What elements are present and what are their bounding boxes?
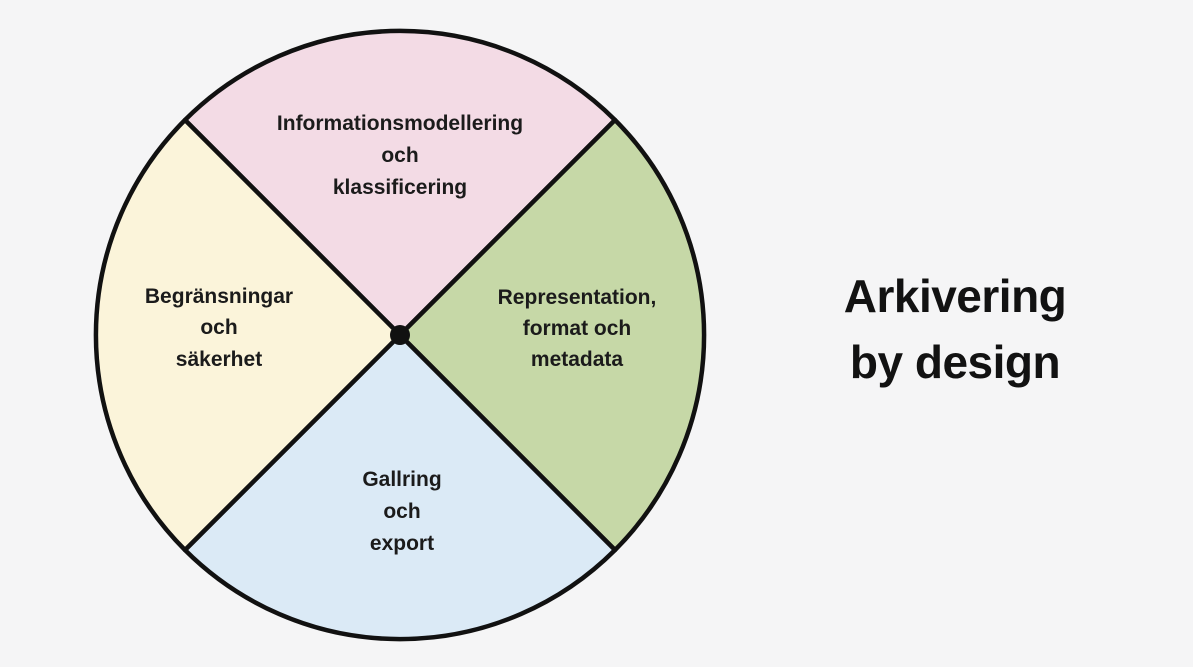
- sector-bottom-label-line3: export: [370, 532, 434, 555]
- diagram-title-line1: Arkivering: [843, 270, 1067, 322]
- sector-top-label-line3: klassificering: [333, 176, 467, 199]
- diagram-title-line2: by design: [849, 336, 1061, 388]
- sector-top-label-line2: och: [381, 144, 418, 167]
- sector-bottom-label-line1: Gallring: [362, 468, 441, 491]
- sector-left-label-line1: Begränsningar: [145, 285, 293, 308]
- sector-bottom-label-line2: och: [383, 500, 420, 523]
- sector-left-begransningar: [93, 117, 403, 553]
- sector-right-label-line3: metadata: [531, 348, 624, 371]
- sector-top-informationsmodellering: [182, 28, 618, 338]
- diagram-title: Arkivering by design: [790, 263, 1120, 395]
- sector-left-label-line3: säkerhet: [176, 348, 262, 371]
- sector-bottom-gallring: [182, 332, 618, 642]
- center-dot: [390, 325, 410, 345]
- sector-top-label-line1: Informationsmodellering: [277, 112, 523, 135]
- sector-right-label-line2: format och: [523, 317, 632, 340]
- sector-right-representation: [397, 117, 707, 553]
- sector-right-label-line1: Representation,: [498, 286, 657, 309]
- sector-left-label-line2: och: [200, 316, 237, 339]
